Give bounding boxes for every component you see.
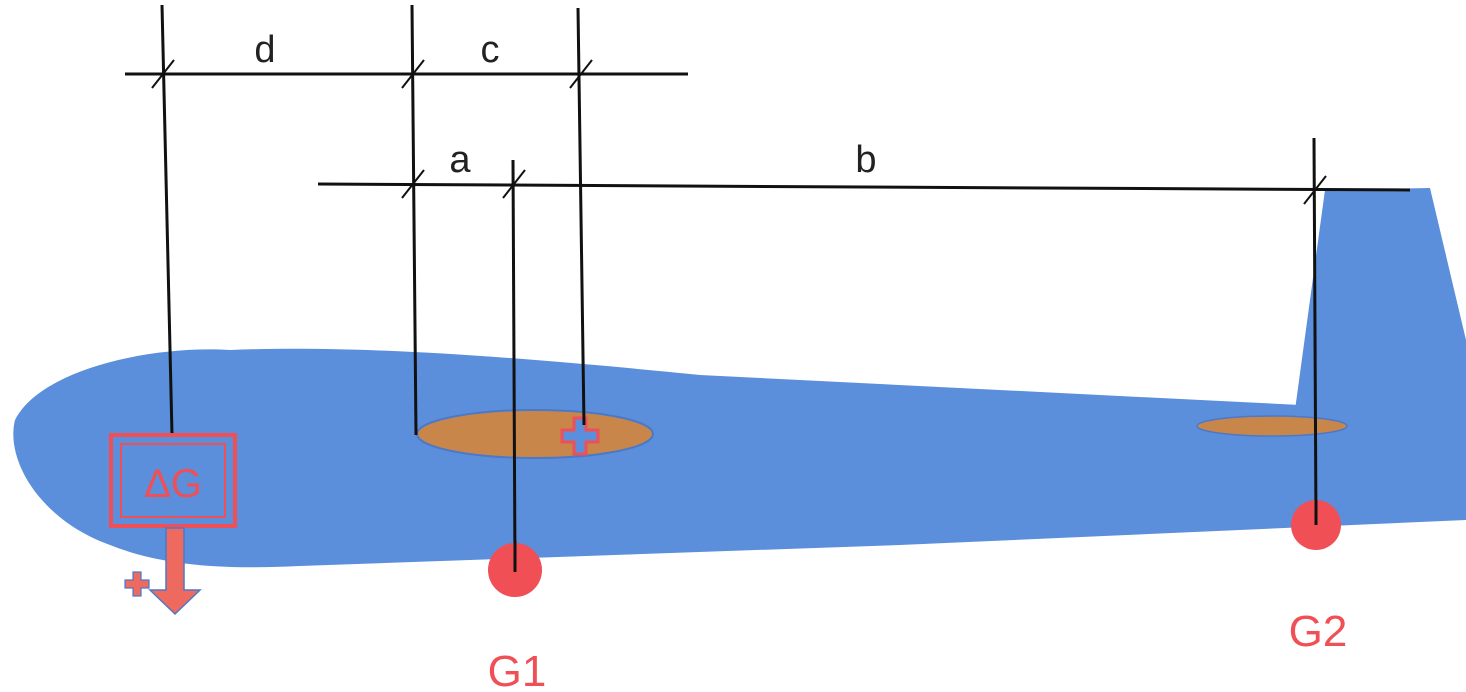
tick-mark — [401, 59, 425, 89]
g2-reference-line — [1312, 137, 1318, 526]
delta-g-box — [109, 433, 237, 528]
delta-g-reference-line — [160, 4, 174, 436]
dimension-label-c: c — [481, 29, 500, 71]
wing-leading-edge-reference-line — [410, 4, 418, 436]
positive-direction-plus-icon — [124, 571, 150, 597]
g1-label: G1 — [488, 647, 547, 692]
tailplane-section — [1196, 415, 1348, 437]
tick-mark — [502, 169, 526, 199]
g1-reference-line — [511, 159, 517, 571]
tick-mark — [1303, 175, 1327, 205]
cg-plus-icon — [560, 416, 600, 456]
tick-mark — [401, 169, 425, 199]
delta-g-box-inner — [120, 443, 226, 518]
g2-label: G2 — [1289, 607, 1348, 656]
down-arrow-icon — [148, 527, 202, 616]
tick-mark — [151, 59, 175, 89]
dimension-label-b: b — [855, 139, 876, 181]
fuselage — [13, 348, 1466, 568]
lower-dimension-line — [317, 182, 1411, 192]
dimension-label-a: a — [449, 139, 471, 181]
tail-fin — [1295, 188, 1466, 430]
delta-g-label: ΔG — [144, 462, 202, 506]
dimension-label-d: d — [254, 29, 275, 71]
tick-mark — [569, 59, 593, 89]
main-wing-section — [416, 409, 654, 459]
